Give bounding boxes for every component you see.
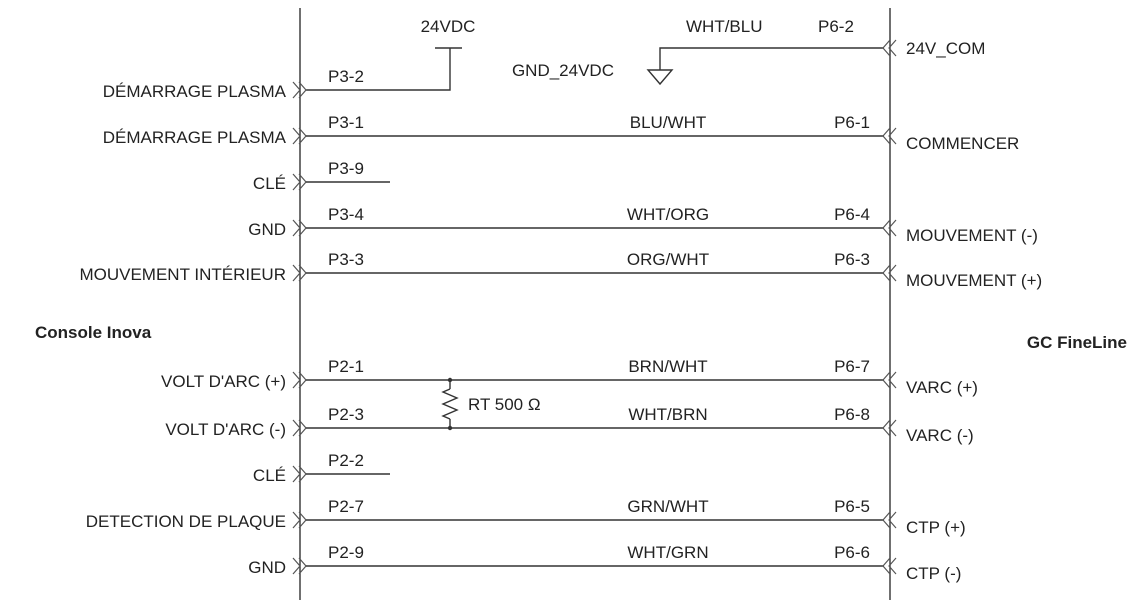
supply-gnd-label: GND_24VDC xyxy=(512,61,614,80)
supply-wire-label: WHT/BLU xyxy=(686,17,763,36)
row-right-pin: P6-6 xyxy=(834,543,870,562)
right-connector-icon xyxy=(882,371,897,389)
row-left-pin: P3-1 xyxy=(328,113,364,132)
row-wire-label: BLU/WHT xyxy=(630,113,707,132)
supply-right-pin: P6-2 xyxy=(818,17,854,36)
row-left-label: GND xyxy=(248,220,286,239)
row-right-label: CTP (+) xyxy=(906,518,966,537)
row-left-label: CLÉ xyxy=(253,466,286,485)
row-right-pin: P6-3 xyxy=(834,250,870,269)
row-left-pin: P3-4 xyxy=(328,205,364,224)
row-left-pin: P2-1 xyxy=(328,357,364,376)
supply-right-connector-icon xyxy=(882,39,897,57)
row-right-label: COMMENCER xyxy=(906,134,1019,153)
right-connector-icon xyxy=(882,557,897,575)
row-left-label: VOLT D'ARC (+) xyxy=(161,372,286,391)
row-left-pin: P2-7 xyxy=(328,497,364,516)
left-title: Console Inova xyxy=(35,323,152,342)
row-right-label: VARC (+) xyxy=(906,378,978,397)
row-wire-label: WHT/ORG xyxy=(627,205,709,224)
row-left-pin: P2-2 xyxy=(328,451,364,470)
row-right-label: CTP (-) xyxy=(906,564,961,583)
row-left-label: MOUVEMENT INTÉRIEUR xyxy=(79,265,286,284)
supply-gnd-wire xyxy=(659,47,884,70)
right-connector-icon xyxy=(882,264,897,282)
supply-24vdc-label: 24VDC xyxy=(421,17,476,36)
supply-right-label: 24V_COM xyxy=(906,39,985,58)
supply-left-connector-icon xyxy=(292,81,307,99)
row-right-pin: P6-8 xyxy=(834,405,870,424)
resistor-icon xyxy=(441,388,459,420)
row-right-pin: P6-5 xyxy=(834,497,870,516)
row-right-label: VARC (-) xyxy=(906,426,974,445)
ground-icon xyxy=(646,69,674,86)
row-left-label: DÉMARRAGE PLASMA xyxy=(103,128,287,147)
right-title: GC FineLine xyxy=(1027,333,1127,352)
row-right-label: MOUVEMENT (+) xyxy=(906,271,1042,290)
right-connector-icon xyxy=(882,511,897,529)
row-right-pin: P6-4 xyxy=(834,205,870,224)
row-wire-label: ORG/WHT xyxy=(627,250,709,269)
row-right-pin: P6-1 xyxy=(834,113,870,132)
resistor-label: RT 500 Ω xyxy=(468,395,541,414)
row-left-label: DETECTION DE PLAQUE xyxy=(86,512,286,531)
row-right-pin: P6-7 xyxy=(834,357,870,376)
row-left-pin: P2-9 xyxy=(328,543,364,562)
row-left-pin: P3-9 xyxy=(328,159,364,178)
supply-24vdc-wire xyxy=(306,48,451,91)
row-wire-label: GRN/WHT xyxy=(627,497,708,516)
row-left-label: CLÉ xyxy=(253,174,286,193)
right-connector-icon xyxy=(882,419,897,437)
right-connector-icon xyxy=(882,127,897,145)
row-wire-label: WHT/GRN xyxy=(627,543,708,562)
row-left-pin: P2-3 xyxy=(328,405,364,424)
row-left-pin: P3-3 xyxy=(328,250,364,269)
supply-left-pin: P3-2 xyxy=(328,67,364,86)
right-connector-icon xyxy=(882,219,897,237)
row-wire-label: WHT/BRN xyxy=(628,405,707,424)
row-left-label: VOLT D'ARC (-) xyxy=(165,420,286,439)
signal-rows: DÉMARRAGE PLASMA P3-1 BLU/WHT P6-1COMMENCER… xyxy=(79,113,1042,583)
supply-left-label: DÉMARRAGE PLASMA xyxy=(103,82,287,101)
row-wire-label: BRN/WHT xyxy=(628,357,707,376)
row-left-label: GND xyxy=(248,558,286,577)
row-right-label: MOUVEMENT (-) xyxy=(906,226,1038,245)
